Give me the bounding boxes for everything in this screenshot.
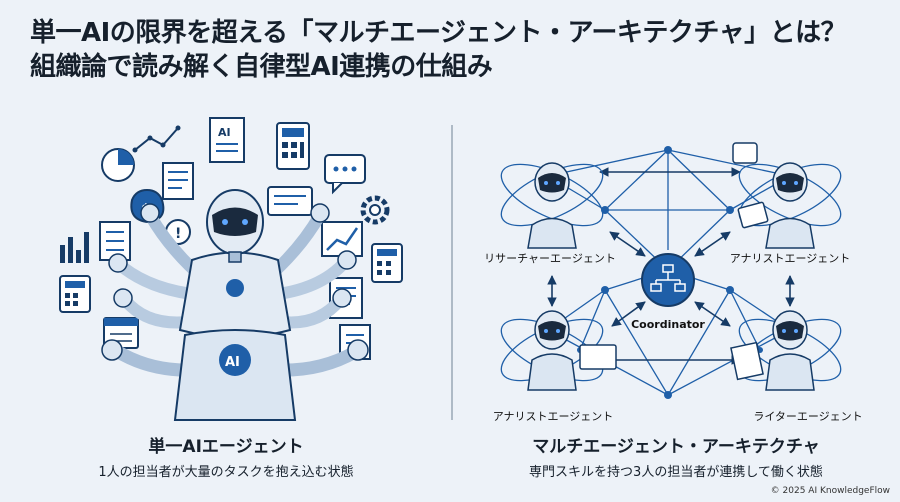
researcher-agent: リサーチャーエージェント xyxy=(484,162,616,265)
gear-icon xyxy=(360,195,390,225)
pie-chart-icon xyxy=(101,148,135,182)
title-line-2: 組織論で読み解く自律型AI連携の仕組み xyxy=(30,52,493,82)
single-agent-illustration: AI $ xyxy=(59,117,403,421)
network-edges xyxy=(547,149,791,396)
analyst-agent-top: アナリストエージェント xyxy=(730,142,851,265)
laptop-icon xyxy=(579,344,617,370)
line-chart-icon xyxy=(132,125,181,153)
bar-chart-icon xyxy=(60,232,89,263)
chat-icon xyxy=(732,142,758,164)
calculator-icon-3 xyxy=(371,243,403,283)
title-line-1: 単一AIの限界を超える「マルチエージェント・アーキテクチャ」とは？ xyxy=(30,18,847,48)
message-icon xyxy=(267,186,313,216)
writer-agent: ライターエージェント xyxy=(730,310,863,423)
calculator-icon xyxy=(276,122,310,170)
trend-chart-icon xyxy=(321,221,363,257)
coordinator-node: Coordinator xyxy=(631,253,705,331)
page-title: 単一AIの限界を超える「マルチエージェント・アーキテクチャ」とは？ 組織論で読み… xyxy=(30,16,880,84)
left-caption: 単一AIエージェント 1人の担当者が大量のタスクを抱え込む状態 xyxy=(0,432,452,480)
left-caption-subtitle: 1人の担当者が大量のタスクを抱え込む状態 xyxy=(98,465,354,480)
chat-bubble-icon xyxy=(324,154,366,195)
ai-document-icon: AI xyxy=(209,117,245,163)
communication-arrows xyxy=(547,167,795,365)
ai-document-label: AI xyxy=(218,126,231,139)
document-icon xyxy=(162,162,194,200)
robot-chest-label: AI xyxy=(225,355,240,370)
checklist-icon xyxy=(99,221,131,261)
calculator-icon-2 xyxy=(59,275,91,313)
analyst-agent-bottom: アナリストエージェント xyxy=(493,310,617,423)
copyright: © 2025 AI KnowledgeFlow xyxy=(770,486,890,496)
coordinator-label: Coordinator xyxy=(631,318,705,331)
analyst-agent-top-label: アナリストエージェント xyxy=(730,252,851,265)
right-caption-subtitle: 専門スキルを持つ3人の担当者が連携して働く状態 xyxy=(529,465,823,480)
right-caption: マルチエージェント・アーキテクチャ 専門スキルを持つ3人の担当者が連携して働く状… xyxy=(452,432,900,480)
right-caption-title: マルチエージェント・アーキテクチャ xyxy=(532,437,820,457)
writer-agent-label: ライターエージェント xyxy=(753,410,862,423)
document-icon-writer xyxy=(730,341,764,381)
tablet-icon xyxy=(737,201,769,229)
left-caption-title: 単一AIエージェント xyxy=(148,437,304,457)
researcher-agent-label: リサーチャーエージェント xyxy=(484,252,616,265)
overloaded-robot: AI xyxy=(101,189,369,421)
analyst-agent-bottom-label: アナリストエージェント xyxy=(493,410,614,423)
multi-agent-illustration: Coordinator リサーチャーエージェント アナリストエージェント xyxy=(484,142,863,423)
svg-text:!: ! xyxy=(175,226,181,242)
